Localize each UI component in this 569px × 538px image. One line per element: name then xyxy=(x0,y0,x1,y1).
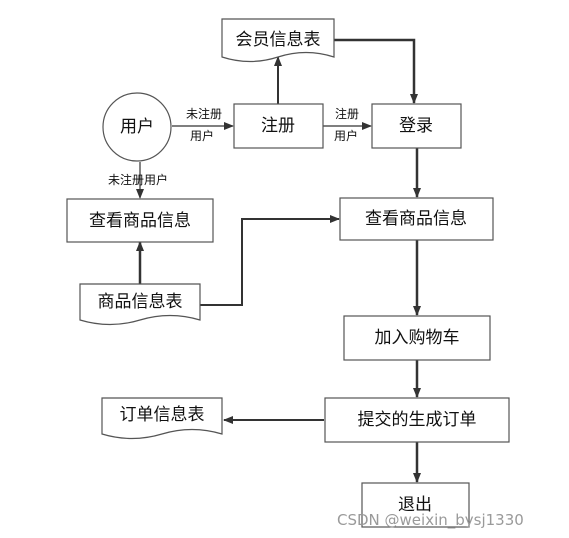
node-user: 用户 xyxy=(102,92,172,162)
node-exit-label: 退出 xyxy=(398,495,432,515)
edge-label-user-register-line1: 未注册 xyxy=(186,106,222,121)
node-view-left: 查看商品信息 xyxy=(66,198,214,243)
node-add-cart: 加入购物车 xyxy=(343,315,491,361)
node-login: 登录 xyxy=(371,103,462,149)
node-login-label: 登录 xyxy=(399,116,433,136)
edge-label-register-login-line2: 用户 xyxy=(334,128,358,143)
node-member-table: 会员信息表 xyxy=(221,18,335,63)
node-register: 注册 xyxy=(233,103,324,149)
node-view-left-label: 查看商品信息 xyxy=(89,211,191,231)
edge-member-to-login xyxy=(334,38,418,104)
node-submit-order: 提交的生成订单 xyxy=(324,397,510,443)
node-submit-order-label: 提交的生成订单 xyxy=(358,410,477,430)
node-view-right: 查看商品信息 xyxy=(339,197,494,241)
edge-label-user-register-line2: 用户 xyxy=(190,128,214,143)
edge-label-register-login-line1: 注册 xyxy=(335,106,359,121)
node-user-label: 用户 xyxy=(120,117,154,137)
node-order-table-label: 订单信息表 xyxy=(120,405,205,425)
node-member-table-label: 会员信息表 xyxy=(236,30,321,50)
node-product-table: 商品信息表 xyxy=(79,283,201,326)
node-product-table-label: 商品信息表 xyxy=(98,292,183,312)
node-exit: 退出 xyxy=(361,482,470,528)
node-view-right-label: 查看商品信息 xyxy=(365,209,467,229)
edge-product-to-view-right xyxy=(200,215,340,306)
node-add-cart-label: 加入购物车 xyxy=(375,328,460,348)
node-order-table: 订单信息表 xyxy=(101,397,223,440)
node-register-label: 注册 xyxy=(261,116,295,136)
watermark: CSDN @weixin_bysj1330 xyxy=(337,511,524,530)
edge-label-user-view: 未注册用户 xyxy=(108,172,168,187)
